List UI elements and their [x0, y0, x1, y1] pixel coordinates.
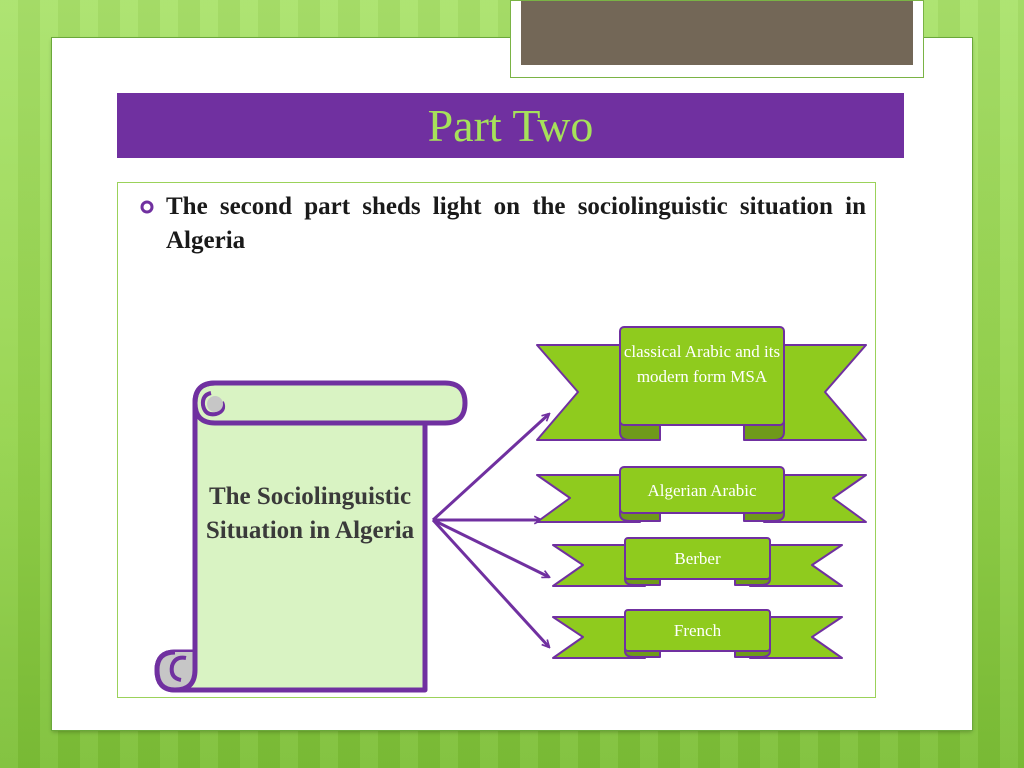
bullet-text: The second part sheds light on the socio… — [166, 193, 866, 254]
content-placeholder — [117, 182, 876, 698]
scroll-shape — [154, 380, 468, 693]
branch-label-berber: Berber — [674, 549, 721, 568]
header-image — [521, 1, 913, 65]
ribbon-algerian-arabic — [536, 466, 867, 523]
branch-label-algerian-arabic: Algerian Arabic — [647, 481, 757, 500]
arrow-to-berber — [432, 518, 549, 579]
center-concept-label: The Sociolinguistic Situation in Algeria — [205, 483, 415, 544]
ribbon-msa — [536, 326, 867, 441]
title-bar: Part Two — [117, 93, 904, 158]
branch-label-msa: classical Arabic and its modern form MSA — [623, 342, 781, 386]
branch-label-french: French — [673, 621, 722, 640]
arrow-to-french — [431, 518, 549, 647]
slide-title: Part Two — [427, 99, 594, 151]
bullet-icon — [140, 200, 154, 214]
ribbon-french — [552, 609, 843, 659]
arrow-to-msa — [431, 414, 549, 522]
photo-frame — [510, 0, 924, 78]
branch-arrows — [431, 414, 549, 647]
ribbon-berber — [552, 537, 843, 587]
